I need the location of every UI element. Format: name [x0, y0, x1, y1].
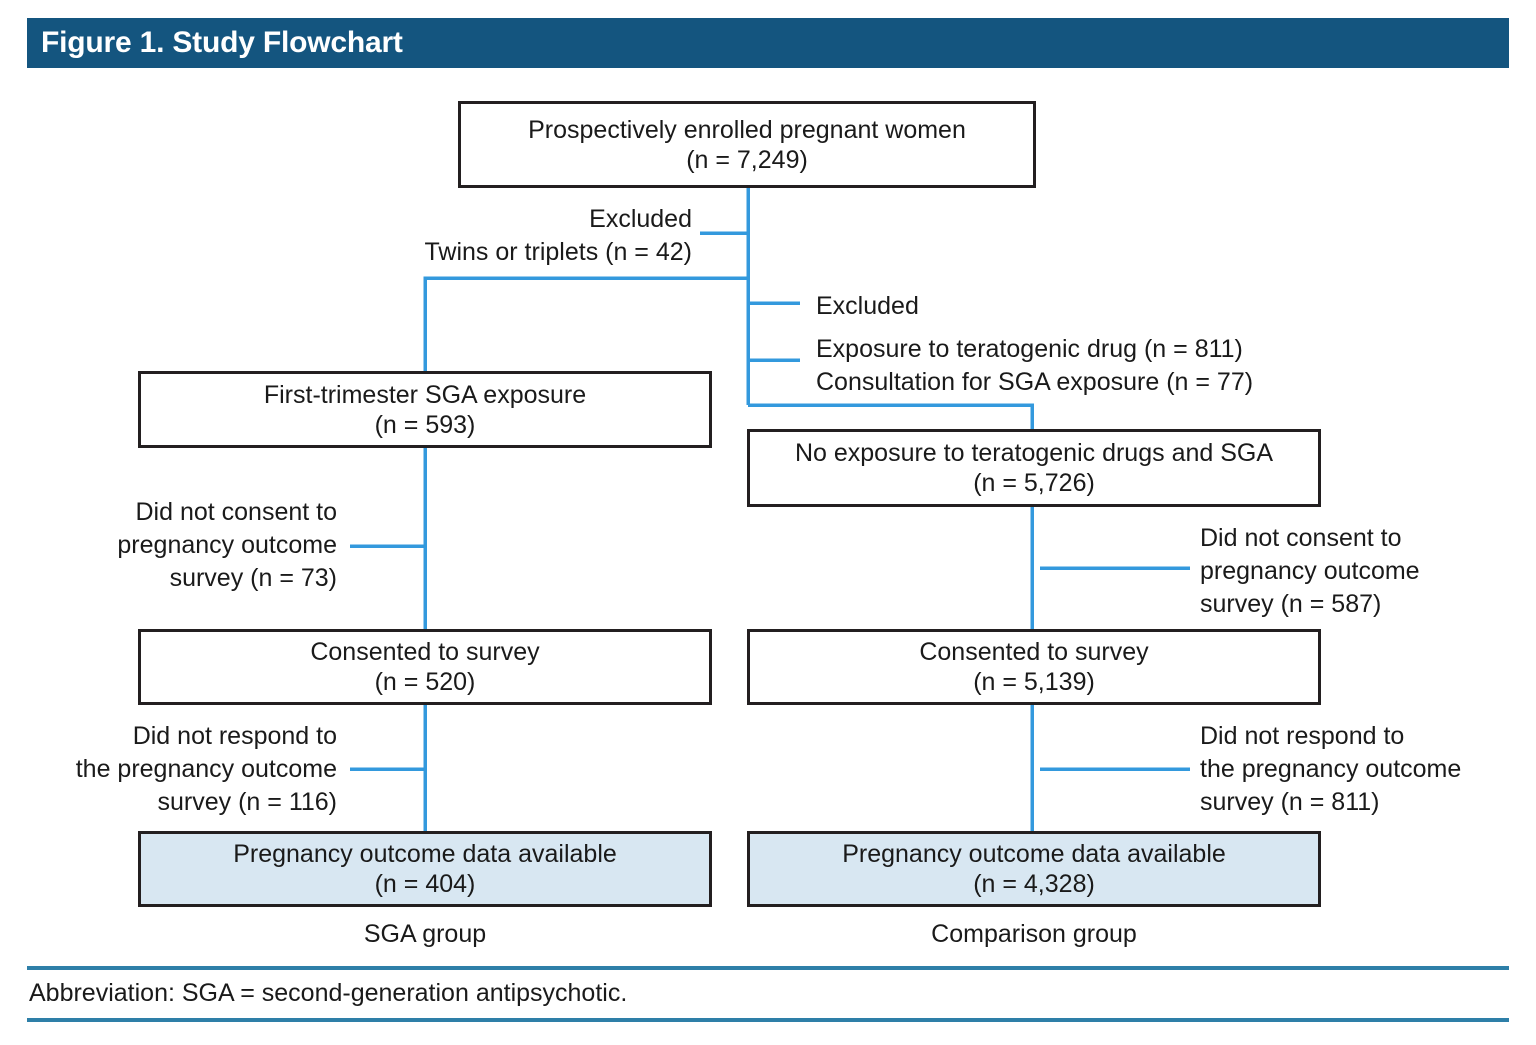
label-line-1: Excluded: [816, 292, 919, 320]
label-spacer: [816, 323, 1253, 333]
connector-branch-left-sga: [423, 276, 748, 371]
node-consented-right: Consented to survey (n = 5,139): [747, 629, 1321, 705]
node-line-1: Consented to survey: [919, 638, 1149, 666]
node-line-1: First-trimester SGA exposure: [263, 380, 587, 409]
node-line-1: Consented to survey: [310, 638, 540, 666]
footer-rule-bottom: [27, 1018, 1509, 1022]
node-line-1: Pregnancy outcome data available: [233, 840, 617, 868]
label-line-2: Exposure to teratogenic drug (n = 811): [816, 335, 1243, 363]
node-line-2: (n = 7,249): [686, 145, 808, 174]
label-line-3: survey (n = 73): [169, 564, 337, 592]
figure-header: Figure 1. Study Flowchart: [27, 18, 1509, 68]
node-consented-left: Consented to survey (n = 520): [138, 629, 712, 705]
label-did-not-respond-right: Did not respond to the pregnancy outcome…: [1200, 720, 1461, 819]
node-line-2: (n = 4,328): [973, 870, 1095, 898]
node-line-1: Pregnancy outcome data available: [842, 840, 1226, 868]
node-line-2: (n = 5,139): [973, 668, 1095, 696]
connector-branch-right-noexposure: [748, 403, 1034, 429]
caption-comparison-group: Comparison group: [931, 920, 1137, 948]
label-line-1: Did not consent to: [1200, 524, 1402, 552]
label-line-3: survey (n = 587): [1200, 590, 1382, 618]
label-line-1: Excluded: [589, 205, 692, 233]
caption-sga-group: SGA group: [363, 920, 487, 948]
label-line-1: Did not respond to: [1200, 722, 1405, 750]
label-did-not-respond-left: Did not respond to the pregnancy outcome…: [0, 720, 337, 819]
node-no-exposure: No exposure to teratogenic drugs and SGA…: [747, 429, 1321, 507]
label-excluded-twins: Excluded Twins or triplets (n = 42): [240, 203, 692, 269]
label-excluded-teratogenic: Excluded Exposure to teratogenic drug (n…: [816, 290, 1253, 399]
label-line-2: the pregnancy outcome: [1200, 755, 1462, 783]
label-line-2: Twins or triplets (n = 42): [424, 238, 692, 266]
node-outcome-right: Pregnancy outcome data available (n = 4,…: [747, 831, 1321, 907]
footer-abbreviation: Abbreviation: SGA = second-generation an…: [29, 979, 628, 1007]
node-line-2: (n = 520): [374, 668, 476, 696]
label-line-3: Consultation for SGA exposure (n = 77): [816, 368, 1254, 396]
label-line-2: pregnancy outcome: [1200, 557, 1420, 585]
node-line-1: No exposure to teratogenic drugs and SGA: [794, 439, 1274, 467]
label-did-not-consent-right: Did not consent to pregnancy outcome sur…: [1200, 522, 1420, 621]
node-outcome-left: Pregnancy outcome data available (n = 40…: [138, 831, 712, 907]
label-line-2: pregnancy outcome: [117, 531, 337, 559]
label-line-1: Did not respond to: [132, 722, 337, 750]
node-line-2: (n = 593): [374, 410, 476, 439]
node-line-2: (n = 5,726): [973, 469, 1095, 497]
figure-title: Figure 1. Study Flowchart: [41, 26, 403, 59]
label-line-1: Did not consent to: [135, 498, 337, 526]
footer-rule-top: [27, 966, 1509, 970]
node-line-1: Prospectively enrolled pregnant women: [528, 115, 966, 144]
label-line-2: the pregnancy outcome: [75, 755, 337, 783]
node-prospectively-enrolled: Prospectively enrolled pregnant women (n…: [458, 101, 1036, 188]
label-line-3: survey (n = 811): [1200, 788, 1380, 816]
label-line-3: survey (n = 116): [157, 788, 337, 816]
label-did-not-consent-left: Did not consent to pregnancy outcome sur…: [0, 496, 337, 595]
node-first-trimester-sga-exposure: First-trimester SGA exposure (n = 593): [138, 371, 712, 448]
node-line-2: (n = 404): [374, 870, 476, 898]
